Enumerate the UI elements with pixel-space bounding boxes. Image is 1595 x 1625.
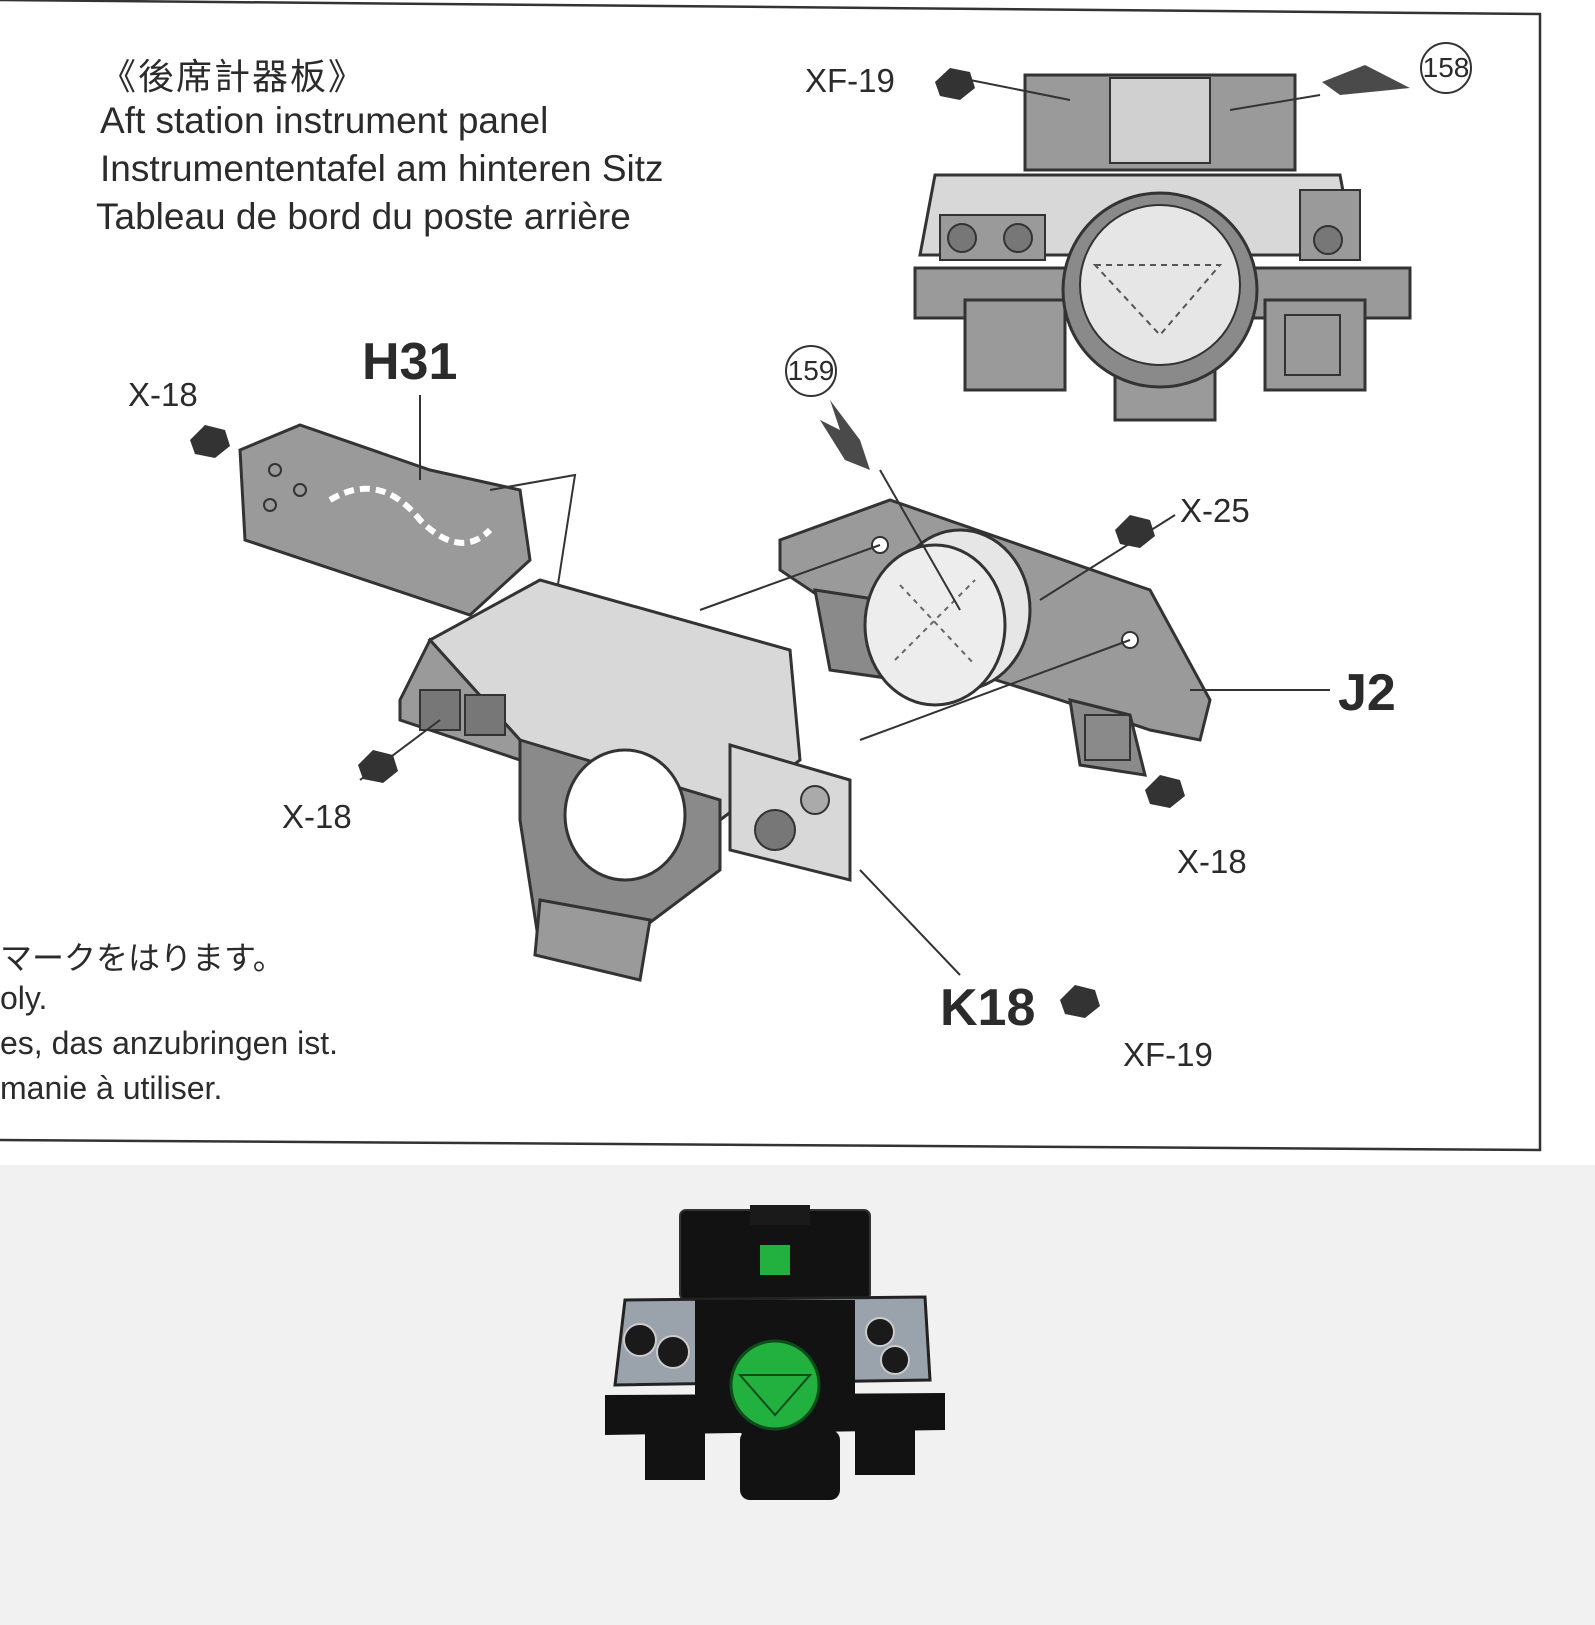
paint-code-x25: X-25 bbox=[1180, 492, 1250, 529]
part-label-h31: H31 bbox=[362, 333, 458, 391]
decal-note-english: oly. bbox=[0, 980, 48, 1016]
paint-code-x18-h31: X-18 bbox=[128, 376, 198, 413]
part-label-j2: J2 bbox=[1338, 664, 1396, 722]
assembled-panel-front-view bbox=[913, 73, 1412, 422]
paint-hex-xf19-top-icon bbox=[935, 68, 975, 100]
paint-hex-x18-right-icon bbox=[1145, 775, 1185, 808]
step-158-badge: 158 bbox=[1420, 42, 1472, 94]
paint-hex-xf19-k18-icon bbox=[1060, 985, 1100, 1018]
paint-hex-x18-h31-icon bbox=[190, 425, 230, 458]
arrow-158-icon bbox=[1322, 65, 1410, 95]
paint-code-x18-right: X-18 bbox=[1177, 843, 1247, 880]
paint-code-x18-left: X-18 bbox=[282, 798, 352, 835]
arrow-159-icon bbox=[820, 400, 870, 470]
painted-model-photo bbox=[605, 1205, 945, 1500]
decal-note-french: manie à utiliser. bbox=[0, 1070, 223, 1106]
paint-code-xf19-k18: XF-19 bbox=[1123, 1036, 1213, 1073]
title-german: Instrumententafel am hinteren Sitz bbox=[100, 148, 664, 189]
panel-border bbox=[0, 0, 1542, 1152]
part-h31-drawing bbox=[238, 423, 532, 617]
step-159-badge: 159 bbox=[785, 345, 837, 397]
paint-code-xf19-top: XF-19 bbox=[805, 62, 895, 99]
paint-hex-x25-icon bbox=[1115, 515, 1155, 548]
decal-note-japanese: マークをはります。 bbox=[0, 939, 285, 977]
title-japanese: 《後席計器板》 bbox=[100, 57, 367, 98]
part-k18-drawing bbox=[398, 578, 852, 982]
decal-note-german: es, das anzubringen ist. bbox=[0, 1025, 338, 1061]
title-french: Tableau de bord du poste arrière bbox=[96, 196, 631, 237]
part-label-k18: K18 bbox=[940, 979, 1036, 1037]
title-english: Aft station instrument panel bbox=[100, 100, 549, 141]
